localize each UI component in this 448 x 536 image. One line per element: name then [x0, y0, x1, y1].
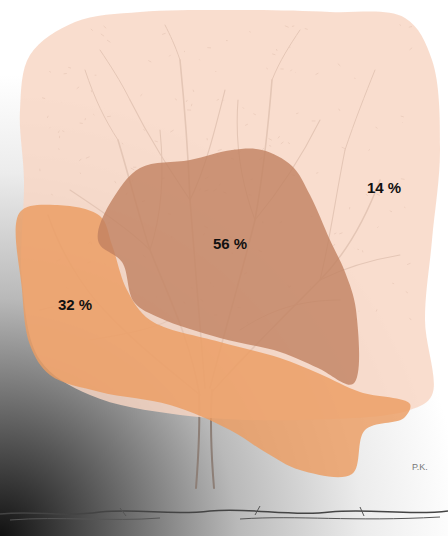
percent-label: 32 % — [58, 297, 92, 314]
zone-shape — [90, 140, 360, 390]
percent-label: 14 % — [367, 180, 401, 197]
zone-region: 56 % — [90, 140, 360, 390]
percent-label: 56 % — [213, 236, 247, 253]
zone-fill — [16, 205, 411, 477]
signature: P.K. — [412, 462, 428, 472]
